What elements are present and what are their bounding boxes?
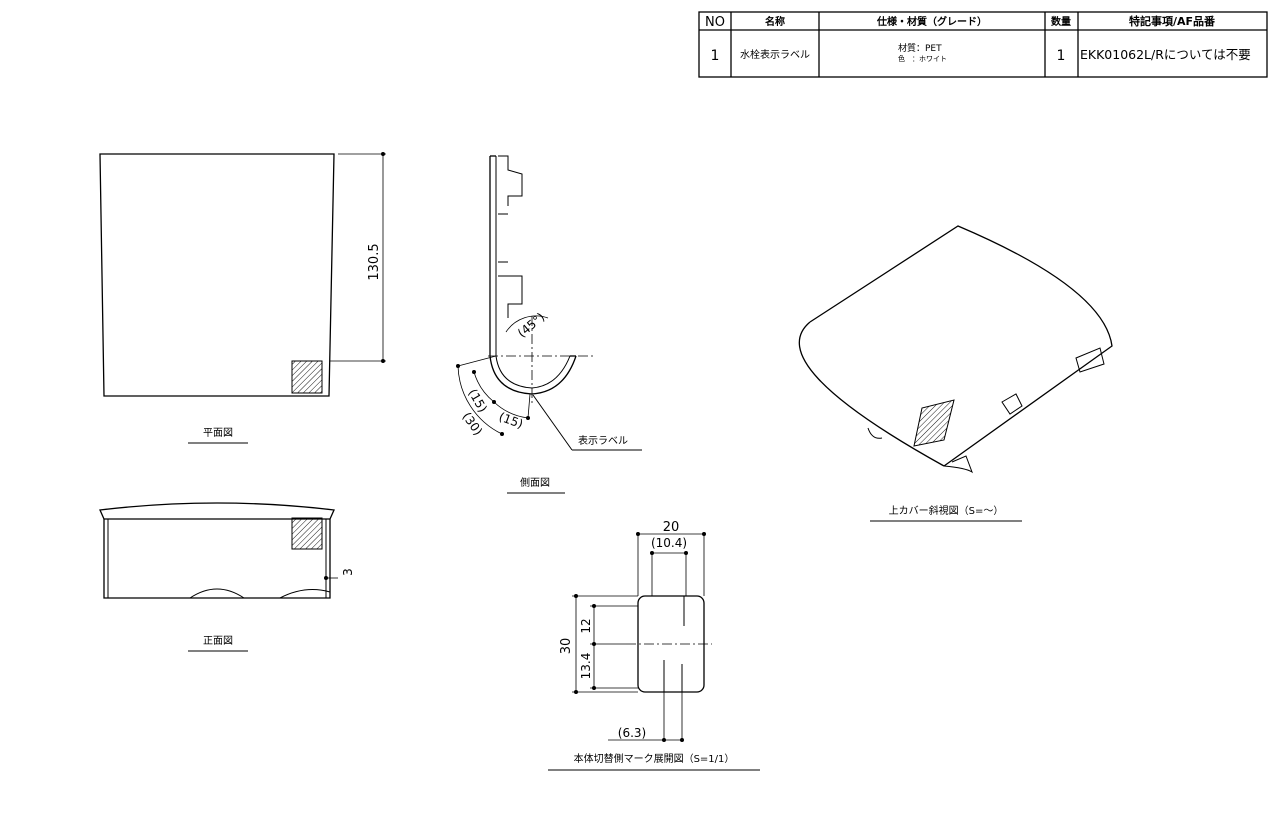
side-title: 側面図 [520, 476, 550, 489]
dev-dim-offset: (6.3) [618, 726, 646, 740]
plan-title: 平面図 [203, 427, 233, 439]
row-qty: 1 [1057, 48, 1066, 64]
dev-dim-width: 20 [663, 520, 680, 535]
iso-view: 上カバー斜視図（S=～） [798, 225, 1113, 522]
dev-dim-width-ref: (10.4) [651, 536, 687, 550]
dev-dim-height: 30 [559, 638, 574, 655]
side-leader-label: 表示ラベル [578, 434, 628, 447]
row-spec-line1: 材質：PET [898, 42, 942, 54]
side-dim-b: (15) [497, 410, 525, 432]
iso-title: 上カバー斜視図（S=～） [889, 504, 1004, 517]
front-dim-gap: 3 [341, 568, 355, 576]
header-name: 名称 [765, 15, 785, 28]
side-dim-c: (30) [460, 410, 486, 438]
header-qty: 数量 [1051, 15, 1071, 28]
parts-table: NO 名称 仕様・材質（グレード） 数量 特記事項/AF品番 1 水栓表示ラベル… [698, 11, 1268, 78]
side-dim-angle: (45°) [515, 310, 547, 340]
header-no: NO [705, 15, 725, 30]
plan-dim-height: 130.5 [367, 243, 382, 280]
header-note: 特記事項/AF品番 [1129, 14, 1216, 28]
row-name: 水栓表示ラベル [740, 48, 810, 61]
plan-view: 130.5 平面図 [99, 152, 386, 444]
row-note: EKK01062L/Rについては不要 [1080, 47, 1251, 62]
front-view: 3 正面図 [99, 502, 355, 652]
front-title: 正面図 [203, 635, 233, 647]
dev-dim-upper: 12 [579, 618, 593, 633]
side-view: (45°) (15) (15) (30) 表示ラベル 側面図 [456, 155, 642, 494]
row-spec-line2: 色 ：ホワイト [898, 54, 947, 63]
label-development-view: 20 (10.4) 30 12 13.4 (6.3) 本体切替側マーク展開図（S… [548, 520, 760, 771]
header-spec: 仕様・材質（グレード） [876, 15, 987, 28]
dev-dim-lower: 13.4 [579, 653, 593, 680]
row-no: 1 [711, 48, 720, 64]
dev-title: 本体切替側マーク展開図（S=1/1） [574, 752, 735, 765]
